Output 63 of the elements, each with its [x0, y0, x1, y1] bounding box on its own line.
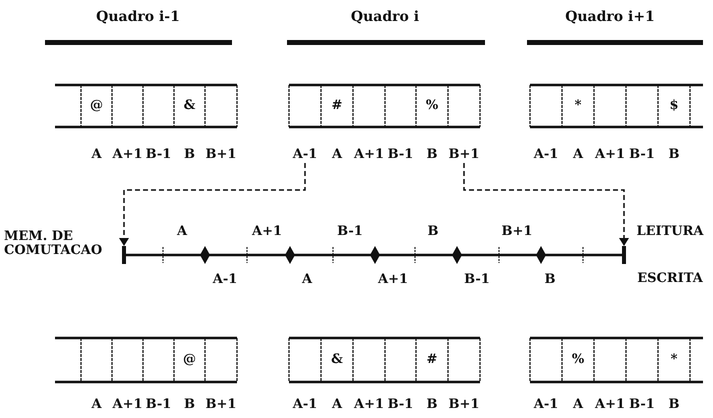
address-label: A	[91, 148, 102, 162]
address-label: A	[91, 398, 102, 412]
address-label: A	[572, 398, 584, 412]
address-label: B	[426, 398, 438, 412]
address-label: B	[668, 398, 680, 412]
address-label: B	[668, 148, 680, 162]
time-label: B+1	[502, 225, 532, 239]
cell-symbol: @	[183, 353, 196, 367]
address-label: B-1	[629, 148, 655, 162]
address-label: B-1	[629, 398, 655, 412]
cell-symbol: $	[669, 99, 679, 113]
dashed-arrow	[119, 163, 306, 246]
row-label: MEM. DE COMUTACAO	[4, 230, 104, 258]
address-label: A+1	[594, 148, 626, 162]
time-label: A+1	[252, 225, 282, 239]
frame-title: Quadro i	[350, 10, 420, 24]
time-label: B	[544, 273, 556, 287]
cell-symbol: %	[572, 353, 584, 367]
address-label: B-1	[146, 398, 172, 412]
timeline-end-bar	[622, 246, 626, 264]
timeline-end-bar	[122, 246, 126, 264]
address-label: B-1	[388, 398, 414, 412]
address-label: B-1	[146, 148, 172, 162]
cell-symbol: #	[332, 99, 342, 113]
address-label: A-1	[534, 148, 558, 162]
address-label: B+1	[448, 398, 480, 412]
address-label: A	[332, 148, 342, 162]
address-label: B+1	[206, 398, 236, 412]
address-label: A+1	[112, 398, 143, 412]
time-label: B-1	[464, 273, 490, 287]
time-label: A-1	[212, 273, 238, 287]
address-label: A	[572, 148, 584, 162]
cell-symbol: &	[184, 99, 196, 113]
frame-title: Quadro i-1	[96, 10, 180, 24]
address-label: A+1	[594, 398, 626, 412]
address-label: A-1	[292, 148, 318, 162]
time-label: B	[428, 225, 438, 239]
dashed-arrow	[463, 163, 629, 246]
address-label: B	[426, 148, 438, 162]
address-label: B-1	[388, 148, 414, 162]
address-label: B+1	[448, 148, 480, 162]
frame-title: Quadro i+1	[565, 10, 655, 24]
row-label: LEITURA	[636, 225, 704, 239]
address-label: A+1	[354, 148, 384, 162]
address-label: B	[184, 398, 195, 412]
cell-symbol: @	[90, 99, 103, 113]
cell-symbol: *	[670, 353, 678, 367]
address-label: A-1	[534, 398, 558, 412]
time-label: B-1	[337, 225, 363, 239]
time-label: A	[176, 225, 188, 239]
address-label: B+1	[206, 148, 236, 162]
cell-symbol: %	[426, 99, 438, 113]
address-label: A+1	[354, 398, 384, 412]
address-label: A	[332, 398, 342, 412]
cell-symbol: *	[574, 99, 582, 113]
row-label: ESCRITA	[637, 272, 703, 286]
address-label: B	[184, 148, 195, 162]
cell-symbol: #	[426, 353, 438, 367]
time-label: A+1	[378, 273, 408, 287]
address-label: A-1	[292, 398, 318, 412]
time-label: A	[302, 273, 312, 287]
address-label: A+1	[112, 148, 143, 162]
cell-symbol: &	[331, 353, 343, 367]
